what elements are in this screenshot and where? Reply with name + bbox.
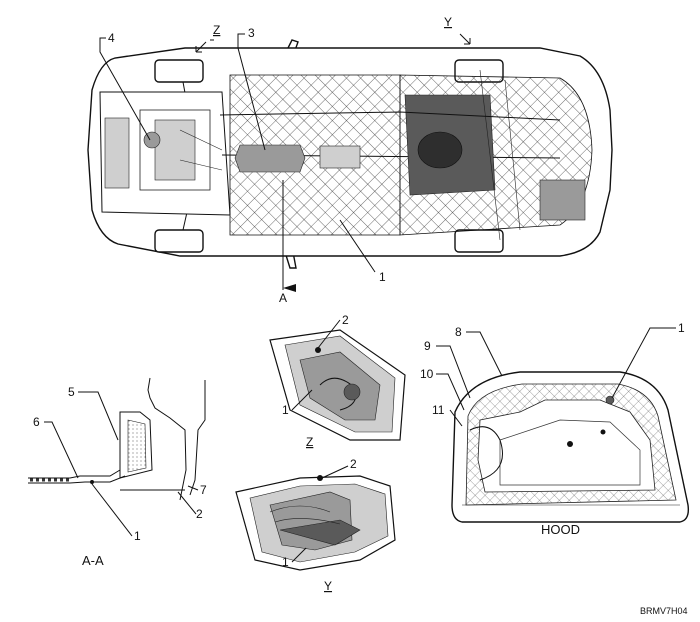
wheel-rear-right <box>454 229 504 253</box>
section-body-contour <box>147 377 187 501</box>
view-label-z-top: Z <box>213 23 220 37</box>
callout-2-section: 2 <box>196 507 203 521</box>
hood-detail <box>451 371 690 523</box>
view-y-clip-2 <box>317 475 323 481</box>
vehicle-underbody-view <box>87 33 613 292</box>
callout-7: 7 <box>200 483 207 497</box>
section-title-aa: A-A <box>82 553 104 568</box>
transaxle <box>154 119 196 181</box>
section-outer-contour <box>189 380 206 496</box>
brake-fuel-lines <box>219 111 561 121</box>
view-label-y: Y <box>324 579 332 593</box>
view-label-z: Z <box>306 435 313 449</box>
engine-brackets <box>179 129 223 171</box>
section-insulator <box>127 419 147 473</box>
section-floor-lower <box>28 475 126 484</box>
section-label-a: A <box>279 291 287 305</box>
fuel-tank-cover <box>417 131 463 169</box>
callout-5: 5 <box>68 385 75 399</box>
section-a-a-view <box>28 377 206 501</box>
rear-suspension <box>479 69 521 241</box>
hood-inner-opening <box>499 419 641 486</box>
catalytic-converter <box>234 144 306 173</box>
section-arrow-a <box>283 284 296 292</box>
callout-2-y: 2 <box>350 457 357 471</box>
rear-muffler <box>539 179 586 221</box>
callout-1-z: 1 <box>282 403 289 417</box>
view-z-detail <box>269 329 406 441</box>
wheel-front-left <box>154 59 204 83</box>
hood-bolt <box>600 429 606 435</box>
radiator-support <box>104 117 130 189</box>
view-y-bracket <box>279 519 361 546</box>
callout-8: 8 <box>455 325 462 339</box>
section-floor-panel <box>28 469 121 479</box>
callout-6: 6 <box>33 415 40 429</box>
view-z-clip-2 <box>315 347 321 353</box>
callout-9: 9 <box>424 339 431 353</box>
hood-latch-hole <box>567 441 573 447</box>
figure-code: BRMV7H04 <box>640 606 688 616</box>
section-leaders <box>44 391 199 537</box>
callout-3: 3 <box>248 26 255 40</box>
center-muffler <box>319 145 361 169</box>
view-y-ribs <box>269 505 341 525</box>
callout-11: 11 <box>432 403 445 417</box>
callout-10: 10 <box>420 367 434 381</box>
top-view-leaders <box>99 33 376 273</box>
callout-1-hood: 1 <box>678 321 685 335</box>
wheel-front-right <box>154 229 204 253</box>
hood-washer-hose <box>469 426 503 481</box>
hood-title: HOOD <box>541 522 580 537</box>
view-z-leaders <box>291 319 341 411</box>
section-clip <box>90 480 94 484</box>
view-arrow-y <box>459 33 471 45</box>
view-label-y-top: Y <box>444 15 452 29</box>
callout-4: 4 <box>108 31 115 45</box>
view-arrow-z <box>195 41 207 53</box>
hood-leaders <box>436 327 676 427</box>
view-y-detail <box>235 475 396 571</box>
callout-1-section: 1 <box>134 529 141 543</box>
callout-1-y: 1 <box>282 555 289 569</box>
callout-1-top: 1 <box>379 270 386 284</box>
callout-2-z: 2 <box>342 313 349 327</box>
view-z-component <box>299 351 381 421</box>
view-z-fitting <box>343 383 361 401</box>
view-y-leaders <box>291 465 349 563</box>
